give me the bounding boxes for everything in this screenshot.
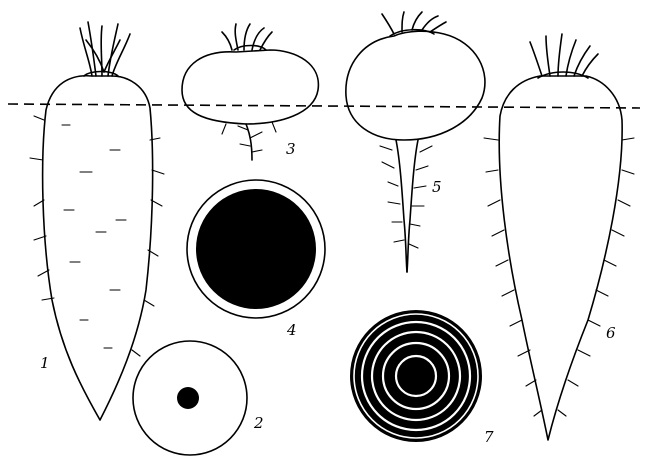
- label-long-beet: 6: [606, 324, 616, 342]
- label-carrot: 1: [40, 354, 50, 372]
- flat-root-leaf-tops: [222, 24, 272, 50]
- long-beet-leaf-tops: [530, 34, 598, 78]
- carrot-drawing: [30, 22, 164, 420]
- carrot-cross-section: [133, 341, 247, 455]
- ground-level-line: [8, 104, 640, 108]
- long-beet-rootlets: [484, 138, 634, 416]
- flat-root-drawing: [182, 24, 318, 160]
- carrot-leaf-tops: [80, 22, 130, 76]
- label-carrot-cross-section: 2: [253, 414, 264, 432]
- round-beet-taproot: [380, 140, 432, 272]
- round-beet-drawing: [346, 12, 485, 272]
- carrot-rootlets: [30, 116, 164, 356]
- flat-root-taproot: [222, 122, 276, 160]
- label-flat-root: 3: [286, 140, 296, 158]
- label-flat-root-cross-section: 4: [286, 321, 297, 339]
- long-beet-drawing: [484, 34, 634, 440]
- beet-cross-section: [350, 310, 482, 442]
- label-round-beet: 5: [432, 178, 442, 196]
- carrot-surface-marks: [62, 125, 126, 348]
- flat-root-cross-section: [187, 180, 325, 318]
- label-beet-cross-section: 7: [484, 428, 494, 446]
